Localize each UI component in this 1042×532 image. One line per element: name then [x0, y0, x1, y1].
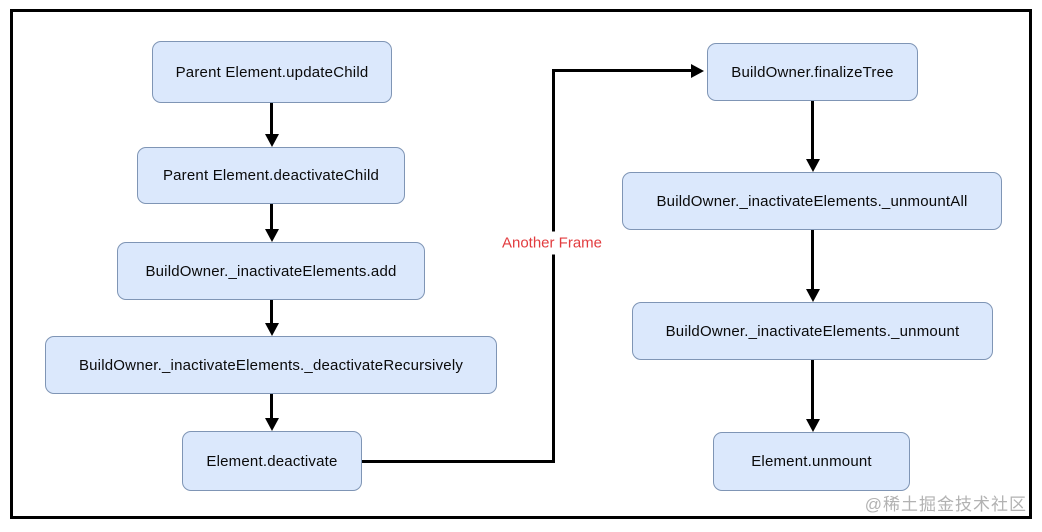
- node-label: Element.unmount: [751, 453, 872, 470]
- arrowhead-right-icon: [691, 63, 704, 78]
- arrowhead-down-icon: [805, 159, 820, 172]
- flow-node-buildowner-finalizetree: BuildOwner.finalizeTree: [707, 43, 918, 101]
- node-label: Parent Element.updateChild: [175, 63, 369, 81]
- flow-node-buildowner-unmountall: BuildOwner._inactivateElements._unmountA…: [622, 172, 1002, 230]
- flow-node-buildowner-unmount: BuildOwner._inactivateElements._unmount: [632, 302, 993, 360]
- arrowhead-down-icon: [805, 419, 820, 432]
- arrowhead-down-icon: [805, 289, 820, 302]
- flow-node-buildowner-deactivaterecursively: BuildOwner._inactivateElements._deactiva…: [45, 336, 497, 394]
- connector-anotherframe-bottom-segment: [362, 460, 555, 463]
- another-frame-label: Another Frame: [496, 231, 608, 255]
- arrow-deactivaterecursively-to-elementdeactivate: [264, 394, 279, 431]
- arrow-unmount-to-elementunmount: [805, 360, 820, 432]
- arrowhead-down-icon: [264, 323, 279, 336]
- watermark: @稀土掘金技术社区: [864, 495, 1027, 514]
- flow-node-element-unmount: Element.unmount: [713, 432, 910, 491]
- node-label: BuildOwner._inactivateElements._deactiva…: [78, 356, 464, 374]
- arrow-deactivatechild-to-inactivateadd: [264, 204, 279, 242]
- arrow-updatechild-to-deactivatechild: [264, 103, 279, 147]
- flow-node-parent-element-updatechild: Parent Element.updateChild: [152, 41, 392, 103]
- connector-anotherframe-top-segment: [552, 69, 691, 72]
- arrowhead-down-icon: [264, 418, 279, 431]
- flow-node-buildowner-inactivateelements-add: BuildOwner._inactivateElements.add: [117, 242, 425, 300]
- node-label: BuildOwner.finalizeTree: [731, 63, 894, 81]
- node-label: BuildOwner._inactivateElements._unmountA…: [656, 192, 968, 210]
- arrow-inactivateadd-to-deactivaterecursively: [264, 300, 279, 336]
- node-label: BuildOwner._inactivateElements.add: [145, 262, 397, 280]
- arrowhead-down-icon: [264, 229, 279, 242]
- node-label: Element.deactivate: [206, 452, 338, 470]
- arrowhead-down-icon: [264, 134, 279, 147]
- node-label: Parent Element.deactivateChild: [162, 167, 380, 184]
- flow-node-element-deactivate: Element.deactivate: [182, 431, 362, 491]
- arrow-finalizetree-to-unmountall: [805, 101, 820, 172]
- arrow-unmountall-to-unmount: [805, 230, 820, 302]
- node-label: BuildOwner._inactivateElements._unmount: [665, 322, 960, 340]
- connector-anotherframe-vertical-segment: [552, 69, 555, 463]
- flow-node-parent-element-deactivatechild: Parent Element.deactivateChild: [137, 147, 405, 204]
